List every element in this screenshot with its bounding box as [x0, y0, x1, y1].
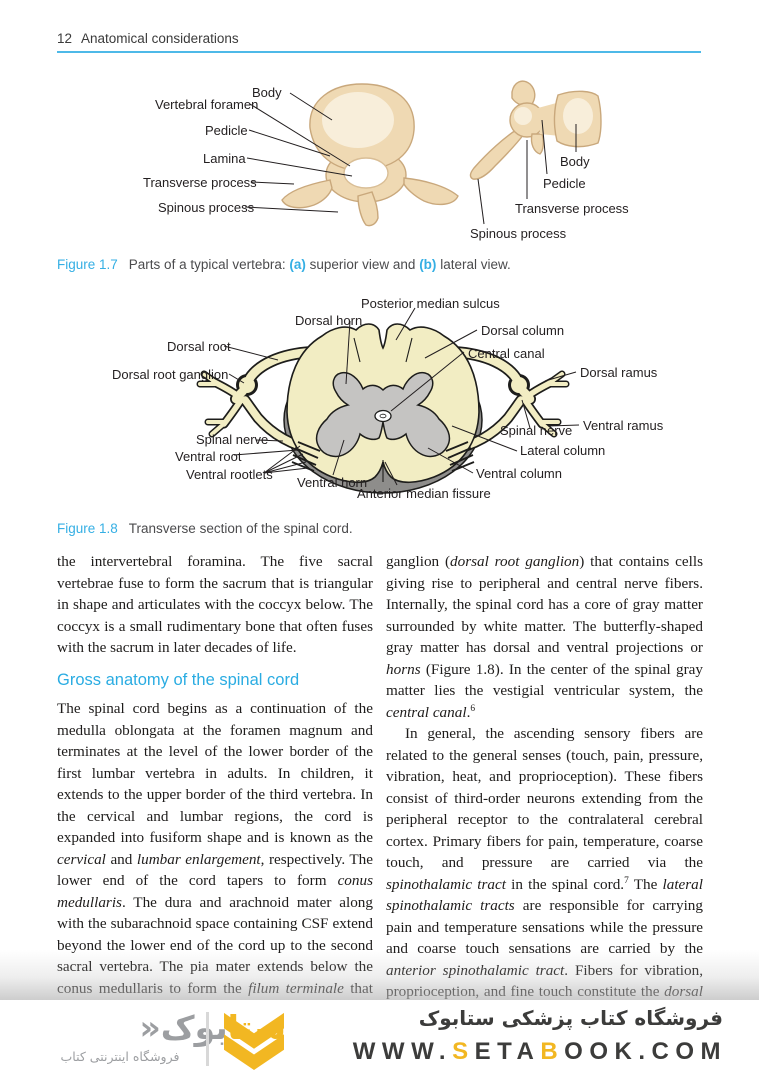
label-sup-transverse: Transverse process — [143, 175, 257, 190]
section-heading: Gross anatomy of the spinal cord — [57, 670, 300, 689]
label-spinal-nerve-left: Spinal nerve — [196, 432, 269, 447]
spinal-cord-illustration — [196, 307, 580, 494]
figure-1-7-number: Figure 1.7 — [57, 257, 118, 272]
label-lat-pedicle: Pedicle — [543, 176, 586, 191]
label-dorsal-ramus: Dorsal ramus — [580, 365, 658, 380]
website-url: WWW.SETABOOK.COM — [352, 1038, 727, 1065]
spinal-cord-section — [196, 323, 570, 494]
label-lat-spinous: Spinous process — [470, 226, 567, 241]
bottom-fade-overlay — [0, 950, 759, 1000]
figure-1-7-leader-lines — [244, 92, 577, 225]
label-spinal-nerve-right: Spinal nerve — [500, 423, 573, 438]
store-title-farsi: فروشگاه کتاب پزشکی ستابوک — [418, 1006, 723, 1030]
label-ventral-rootlets: Ventral rootlets — [186, 467, 273, 482]
body-column-right: ganglion (dorsal root ganglion) that con… — [386, 551, 703, 1001]
chapter-title: Anatomical considerations — [81, 31, 239, 46]
figure-1-7: Body Vertebral foramen Pedicle Lamina Tr… — [0, 80, 759, 295]
label-dorsal-horn: Dorsal horn — [295, 313, 363, 328]
label-dorsal-column: Dorsal column — [481, 323, 565, 338]
vertebra-illustration — [244, 80, 602, 227]
figure-1-7-caption-text: Parts of a typical vertebra: (a) superio… — [128, 257, 511, 272]
label-ventral-ramus: Ventral ramus — [583, 418, 664, 433]
wordmark-part-gray: بوک — [160, 1008, 228, 1047]
label-lat-body: Body — [560, 154, 590, 169]
vertebra-superior-view — [281, 83, 459, 227]
label-sup-spinous: Spinous process — [158, 200, 255, 215]
wordmark-quote-mark: « — [139, 1008, 161, 1047]
running-head: 12 Anatomical considerations — [57, 31, 239, 46]
figure-1-8-caption: Figure 1.8 Transverse section of the spin… — [57, 521, 353, 536]
logo-subtitle: فروشگاه اینترنتی کتاب — [60, 1049, 180, 1064]
page-number: 12 — [57, 31, 73, 46]
label-lat-transverse: Transverse process — [515, 201, 629, 216]
label-dorsal-root: Dorsal root — [167, 339, 231, 354]
label-sup-body: Body — [252, 85, 282, 100]
label-lateral-column: Lateral column — [520, 443, 606, 458]
label-posterior-median-sulcus: Posterior median sulcus — [361, 296, 500, 311]
label-sup-vertebral-foramen: Vertebral foramen — [155, 97, 259, 112]
figure-1-8-leader-lines — [223, 307, 580, 486]
label-central-canal: Central canal — [468, 346, 545, 361]
label-ventral-column: Ventral column — [476, 466, 562, 481]
figure-1-7-caption: Figure 1.7 Parts of a typical vertebra: (… — [57, 257, 511, 272]
label-sup-lamina: Lamina — [203, 151, 246, 166]
label-dorsal-root-ganglion: Dorsal root ganglion — [112, 367, 229, 382]
logo-divider — [206, 1012, 209, 1066]
paragraph: ganglion (dorsal root ganglion) that con… — [386, 553, 703, 721]
vertebra-lateral-view — [469, 80, 602, 180]
setabook-logo: ستابوک« فروشگاه اینترنتی کتاب — [36, 1008, 286, 1065]
figure-1-8-number: Figure 1.8 — [57, 521, 118, 536]
label-anterior-median-fissure: Anterior median fissure — [357, 486, 491, 501]
figure-1-8: Posterior median sulcus Dorsal horn Dors… — [0, 292, 759, 520]
chevron-logo-icon — [218, 1011, 290, 1076]
figure-1-8-caption-text: Transverse section of the spinal cord. — [128, 521, 353, 536]
header-rule — [57, 51, 701, 53]
body-column-left: the intervertebral foramina. The five sa… — [57, 551, 373, 1001]
paragraph: the intervertebral foramina. The five sa… — [57, 553, 373, 656]
footer-banner: ستابوک« فروشگاه اینترنتی کتاب — [0, 1000, 759, 1080]
label-ventral-root: Ventral root — [175, 449, 242, 464]
label-ventral-horn: Ventral horn — [297, 475, 368, 490]
label-sup-pedicle: Pedicle — [205, 123, 248, 138]
